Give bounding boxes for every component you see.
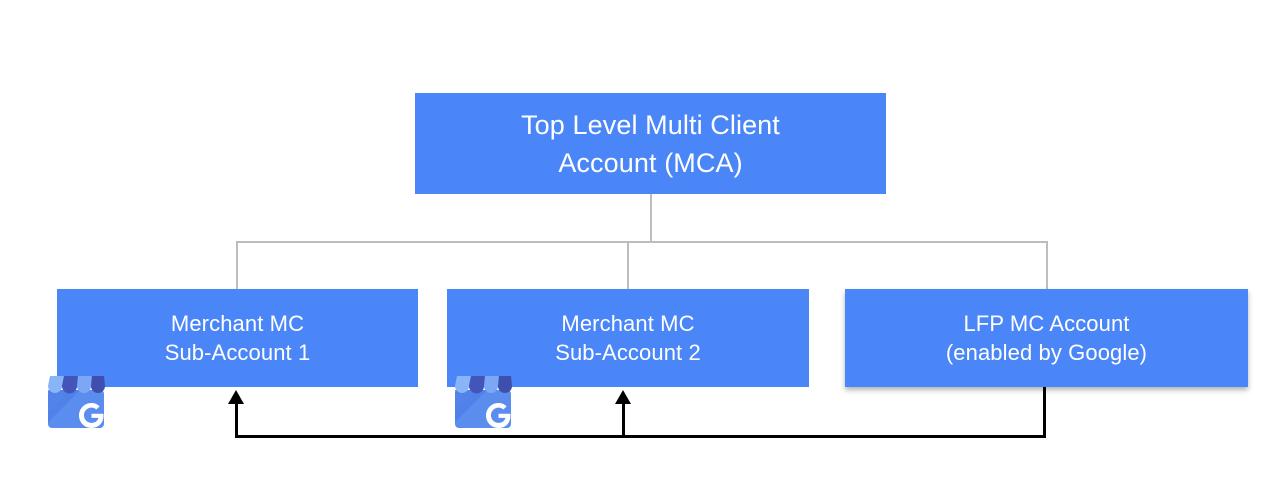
google-business-storefront-icon — [48, 376, 105, 428]
node-merchant-sub-account-2-line2: Sub-Account 2 — [555, 340, 701, 365]
node-merchant-sub-account-1-line1: Merchant MC — [170, 311, 305, 336]
node-lfp-mc-account-line2: (enabled by Google) — [945, 340, 1148, 365]
connector-drop-lfp — [1046, 241, 1048, 290]
node-top-level-mca-line1: Top Level Multi Client — [521, 109, 780, 140]
feedback-connector-riser-sub2 — [622, 400, 625, 437]
node-merchant-sub-account-1[interactable]: Merchant MC Sub-Account 1 — [57, 289, 418, 387]
feedback-connector-riser-sub1 — [235, 400, 238, 437]
node-merchant-sub-account-2-line1: Merchant MC — [561, 311, 695, 336]
node-merchant-sub-account-1-line2: Sub-Account 1 — [164, 340, 311, 365]
feedback-connector-bus — [235, 435, 1046, 438]
connector-drop-sub2 — [627, 241, 629, 290]
feedback-arrowhead-sub1 — [228, 390, 244, 404]
connector-horizontal-bus — [236, 241, 1048, 243]
feedback-arrowhead-sub2 — [615, 390, 631, 404]
connector-mca-trunk — [650, 194, 652, 243]
connector-drop-sub1 — [236, 241, 238, 290]
node-top-level-mca[interactable]: Top Level Multi Client Account (MCA) — [415, 93, 886, 194]
node-top-level-mca-line2: Account (MCA) — [558, 147, 743, 178]
node-lfp-mc-account-line1: LFP MC Account — [963, 311, 1130, 336]
feedback-connector-from-lfp — [1043, 387, 1046, 438]
google-business-storefront-icon — [455, 376, 512, 428]
node-merchant-sub-account-2[interactable]: Merchant MC Sub-Account 2 — [447, 289, 809, 387]
node-lfp-mc-account[interactable]: LFP MC Account (enabled by Google) — [845, 289, 1248, 387]
